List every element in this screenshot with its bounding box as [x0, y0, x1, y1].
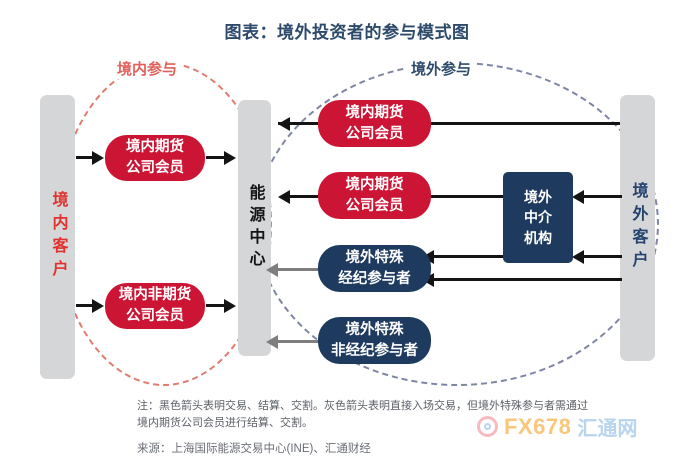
arrow-line-fc-to-fa-bottom	[584, 255, 622, 258]
arrow-head-fc-to-fa-top	[572, 189, 584, 204]
foreign-participation-ellipse	[255, 62, 659, 386]
arrow-line-dnf-to-ec	[206, 304, 225, 307]
node-label: 境内期货 公司会员	[345, 176, 404, 214]
node-domestic-nonfutures-member[interactable]: 境内非期货 公司会员	[105, 283, 205, 329]
node-domestic-futures-member-2[interactable]: 境内期货 公司会员	[318, 100, 431, 147]
arrow-head-dc-to-dnf	[92, 298, 104, 313]
node-domestic-futures-member-3[interactable]: 境内期货 公司会员	[318, 172, 431, 219]
arrow-head-df1-to-ec	[224, 150, 236, 165]
arrow-line-df1-to-ec	[206, 156, 225, 159]
arrow-line-fc-to-sb-direct	[434, 278, 622, 281]
domestic-client-bar: 境内客户	[40, 95, 75, 379]
arrow-head-snb-to-ec	[266, 334, 278, 349]
arrow-line-dc-to-dnf	[76, 304, 94, 307]
energy-center-bar: 能源中心	[238, 100, 271, 356]
watermark-cn-label: 汇通网	[577, 418, 638, 440]
node-label: 境外 中介 机构	[524, 189, 552, 246]
arrow-line-sb-to-ec	[278, 268, 320, 271]
arrow-line-fa-to-sb	[434, 255, 506, 258]
energy-center-label: 能源中心	[246, 184, 264, 272]
arrow-line-df2-to-ec	[278, 122, 320, 125]
arrow-line-dc-to-df1	[76, 156, 94, 159]
arrow-head-dnf-to-ec	[224, 298, 236, 313]
arrow-line-fc-to-fa-top	[584, 195, 622, 198]
chart-note: 注：黑色箭头表明交易、结算、交割。灰色箭头表明直接入场交易，但境外特殊参与者需通…	[137, 400, 588, 430]
node-label: 境内期货 公司会员	[126, 139, 184, 176]
arrow-head-fa-to-df3	[278, 189, 290, 204]
node-foreign-special-nonbroker-participant[interactable]: 境外特殊 非经纪参与者	[318, 317, 431, 364]
arrow-line-fc-to-df2	[290, 122, 620, 125]
fx678-logo-icon	[477, 416, 498, 437]
arrow-head-sb-to-ec	[266, 262, 278, 277]
page-title: 图表：境外投资者的参与模式图	[224, 23, 470, 42]
node-domestic-futures-member-1[interactable]: 境内期货 公司会员	[105, 135, 205, 181]
node-label: 境内非期货 公司会员	[118, 287, 192, 324]
node-label: 境内期货 公司会员	[345, 104, 404, 142]
node-foreign-special-broker-participant[interactable]: 境外特殊 经纪参与者	[318, 245, 431, 292]
node-label: 境外特殊 非经纪参与者	[331, 321, 418, 359]
domestic-client-label: 境内客户	[49, 191, 67, 283]
arrow-line-snb-to-ec	[278, 340, 320, 343]
watermark-fx-label: FX678	[504, 413, 572, 439]
chart-source: 来源：上海国际能源交易中心(INE)、汇通财经	[137, 443, 371, 455]
arrow-head-fc-to-fa-bottom	[572, 249, 584, 264]
foreign-client-label: 境外客户	[629, 182, 647, 274]
watermark: FX678 汇通网	[477, 412, 637, 441]
node-label: 境外特殊 经纪参与者	[338, 249, 411, 287]
domestic-participation-label: 境内参与	[113, 58, 182, 79]
arrow-head-dc-to-df1	[92, 150, 104, 165]
foreign-client-bar: 境外客户	[620, 95, 655, 361]
foreign-participation-label: 境外参与	[407, 58, 476, 79]
node-foreign-intermediary-agency[interactable]: 境外 中介 机构	[503, 172, 573, 263]
